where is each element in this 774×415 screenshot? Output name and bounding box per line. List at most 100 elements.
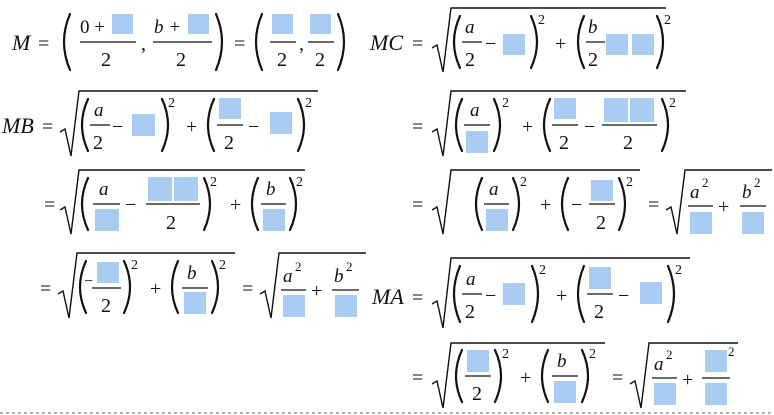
- equals-sign: =: [612, 367, 623, 389]
- exponent-2: 2: [728, 344, 735, 359]
- numerator-text: b +: [154, 17, 181, 38]
- exponent-2: 2: [502, 347, 509, 362]
- plus-sign: +: [682, 369, 693, 391]
- blank-box[interactable]: [272, 14, 293, 34]
- blank-box[interactable]: [270, 112, 292, 134]
- plus-sign: +: [522, 116, 533, 138]
- equals-sign: =: [412, 116, 423, 138]
- var-a: a: [466, 269, 476, 290]
- equals-sign: =: [412, 33, 423, 55]
- minus-sign: −: [571, 194, 582, 216]
- blank-box[interactable]: [632, 34, 654, 55]
- left-paren: [560, 176, 570, 232]
- blank-box[interactable]: [486, 209, 508, 231]
- blank-box[interactable]: [503, 283, 525, 305]
- blank-box[interactable]: [604, 98, 628, 122]
- equation-MB-step3: = − 2 2 + b 2 = a 2 + b 2: [40, 252, 366, 319]
- right-paren: [160, 97, 170, 153]
- var-a: a: [283, 266, 293, 287]
- blank-box[interactable]: [310, 14, 331, 34]
- exponent-2: 2: [702, 175, 709, 190]
- blank-box[interactable]: [705, 383, 727, 405]
- right-paren: [655, 14, 665, 70]
- minus-sign: −: [618, 285, 629, 307]
- blank-box[interactable]: [554, 381, 576, 403]
- right-paren: [511, 176, 521, 232]
- left-paren: [254, 12, 264, 72]
- denominator-2: 2: [594, 301, 604, 323]
- equation-MC-step2: = a 2 + 2 − 2 2: [412, 90, 686, 157]
- equals-sign: =: [648, 194, 659, 216]
- blank-box[interactable]: [705, 350, 727, 372]
- blank-box[interactable]: [467, 350, 489, 372]
- plus-sign: +: [540, 194, 551, 216]
- blank-box[interactable]: [112, 14, 133, 34]
- exponent-2: 2: [305, 96, 312, 111]
- blank-box[interactable]: [184, 292, 206, 314]
- exponent-2: 2: [296, 175, 303, 190]
- denominator-2: 2: [559, 132, 569, 154]
- equation-MB-step2: = a − 2 2 + b 2: [44, 169, 305, 235]
- var-a: a: [465, 17, 475, 38]
- radical-sign: [431, 342, 605, 409]
- blank-box[interactable]: [554, 98, 576, 119]
- plus-sign: +: [520, 367, 531, 389]
- plus-sign: +: [150, 278, 161, 300]
- right-paren: [580, 348, 590, 404]
- blank-box[interactable]: [97, 262, 119, 283]
- left-paren: [454, 97, 464, 153]
- blank-box[interactable]: [591, 180, 613, 201]
- blank-box[interactable]: [148, 177, 172, 201]
- blank-box[interactable]: [263, 209, 285, 231]
- denominator-2: 2: [623, 132, 633, 154]
- blank-box[interactable]: [589, 267, 611, 289]
- label-MA: MA: [371, 284, 404, 309]
- left-paren: [452, 264, 462, 324]
- exponent-2: 2: [664, 13, 671, 28]
- exponent-2: 2: [754, 175, 761, 190]
- radical-sign: [431, 90, 686, 157]
- var-b: b: [557, 351, 567, 372]
- denominator-2: 2: [224, 132, 234, 154]
- minus-sign: −: [485, 285, 496, 307]
- plus-sign: +: [230, 194, 241, 216]
- label-MB: MB: [1, 113, 34, 138]
- blank-box[interactable]: [335, 295, 357, 317]
- radical-sign: [431, 257, 690, 329]
- blank-box[interactable]: [466, 131, 488, 153]
- blank-box[interactable]: [283, 295, 305, 317]
- right-paren: [660, 97, 670, 153]
- denominator-2: 2: [472, 383, 482, 405]
- blank-box[interactable]: [188, 14, 209, 34]
- right-paren: [617, 176, 627, 232]
- blank-box[interactable]: [219, 98, 241, 119]
- denominator-2: 2: [166, 212, 176, 234]
- equals-sign: =: [42, 116, 53, 138]
- blank-box[interactable]: [606, 34, 628, 55]
- var-b: b: [588, 17, 598, 38]
- left-paren: [250, 176, 260, 232]
- left-paren: [170, 259, 180, 315]
- left-paren: [80, 97, 90, 153]
- blank-box[interactable]: [174, 177, 198, 201]
- minus-sign: −: [485, 33, 496, 55]
- blank-box[interactable]: [654, 383, 676, 405]
- equation-MB: MB = a 2 − 2 + 2 − 2: [1, 90, 318, 157]
- blank-box[interactable]: [132, 114, 155, 136]
- blank-box[interactable]: [690, 212, 712, 234]
- blank-box[interactable]: [630, 98, 654, 122]
- blank-box[interactable]: [503, 34, 525, 55]
- blank-box[interactable]: [95, 209, 119, 231]
- var-a: a: [690, 182, 700, 203]
- var-b: b: [266, 179, 276, 200]
- radical-sign: [431, 7, 666, 73]
- right-paren: [666, 264, 676, 324]
- equals-sign: =: [412, 194, 423, 216]
- right-paren: [210, 259, 220, 315]
- blank-box[interactable]: [742, 212, 764, 234]
- radical-sign: [259, 252, 366, 319]
- left-paren: [542, 97, 552, 153]
- radical-sign: [629, 342, 738, 409]
- blank-box[interactable]: [640, 282, 662, 304]
- exponent-2: 2: [346, 259, 353, 274]
